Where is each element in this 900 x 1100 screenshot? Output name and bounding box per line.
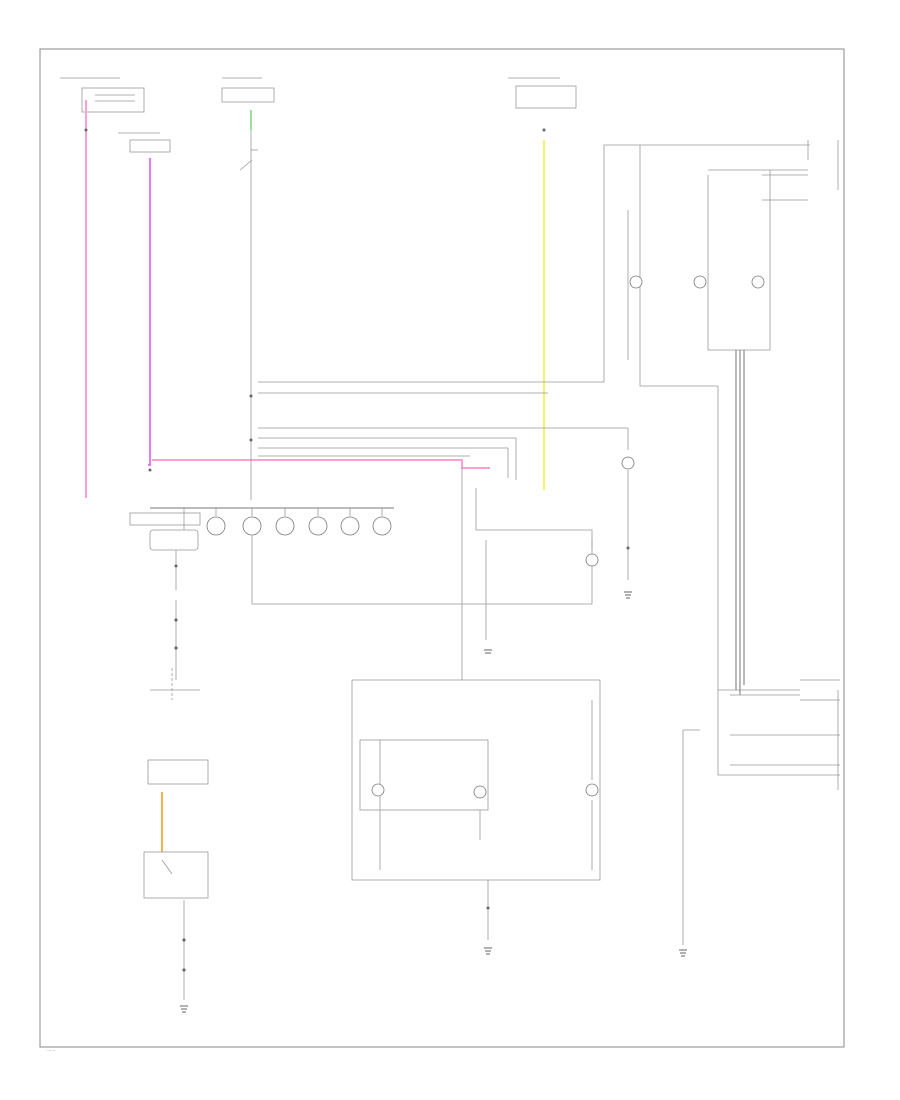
relay-switch-assembly [603,140,840,790]
wire-violet-feed [148,158,151,466]
fuse-block-under-dash [118,132,171,153]
left-column-circuit [150,550,200,700]
connector-dots [84,128,630,910]
cluster-bulb [372,508,392,536]
fuse-block-top-right [508,77,577,109]
cluster-bulb [206,508,226,536]
instrument-cluster-bulbs [129,507,593,605]
tail-lamp-circuit [621,428,635,599]
wire-bundle-center [258,190,628,480]
fuse-block-top-center [221,77,275,103]
cluster-bulb [275,508,295,536]
center-relay [461,468,599,680]
cluster-bulb [308,508,328,536]
fuse-block-top-left [60,77,145,113]
footer-code: ······· [46,1048,55,1053]
bottom-left-circuit [143,759,209,1013]
right-ground [679,729,700,957]
wire-pink-horizontal [152,459,490,469]
diagram-frame [39,48,845,1048]
cluster-bulb [340,508,360,536]
lower-module [351,679,601,955]
cluster-bulb [242,508,262,536]
